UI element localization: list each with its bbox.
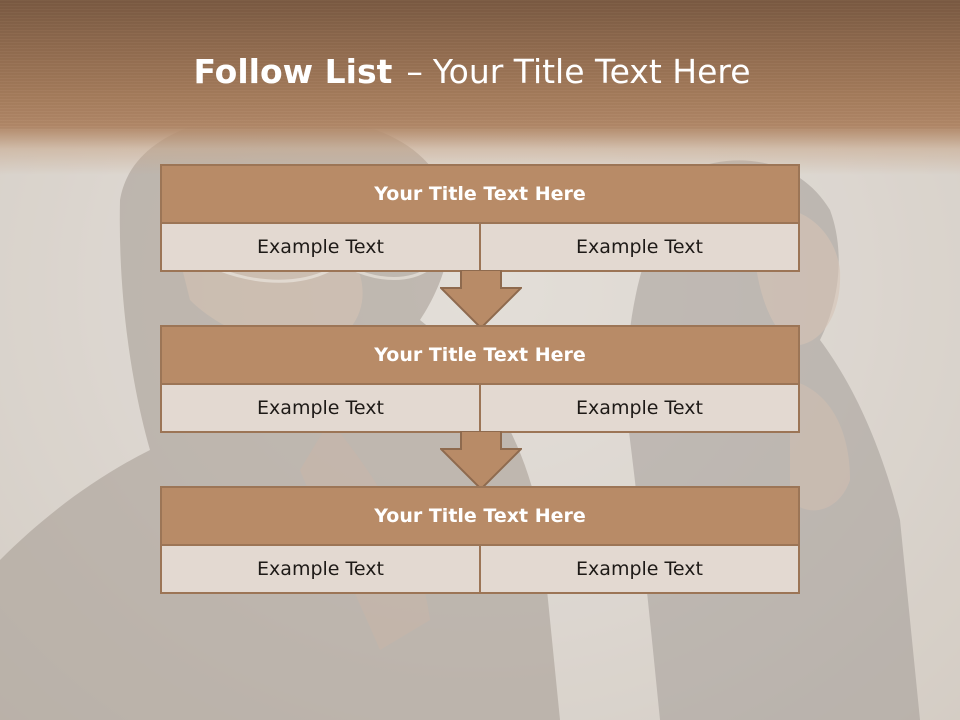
header-texture	[0, 0, 960, 130]
flow-block-title[interactable]: Your Title Text Here	[162, 488, 798, 546]
flow-block-row: Example Text Example Text	[162, 546, 798, 592]
flow-block-3[interactable]: Your Title Text Here Example Text Exampl…	[160, 486, 800, 594]
flow-block-title[interactable]: Your Title Text Here	[162, 166, 798, 224]
flow-block-row: Example Text Example Text	[162, 385, 798, 431]
header-band	[0, 0, 960, 175]
flow-block-2[interactable]: Your Title Text Here Example Text Exampl…	[160, 325, 800, 433]
flow-block-title[interactable]: Your Title Text Here	[162, 327, 798, 385]
down-arrow-icon	[440, 270, 522, 330]
flow-block-row: Example Text Example Text	[162, 224, 798, 270]
flow-block-cell-left[interactable]: Example Text	[162, 546, 479, 592]
flow-block-cell-left[interactable]: Example Text	[162, 224, 479, 270]
flow-block-cell-right[interactable]: Example Text	[479, 546, 798, 592]
flow-block-cell-right[interactable]: Example Text	[479, 224, 798, 270]
slide-title-dash: –	[406, 52, 423, 91]
flow-block-cell-left[interactable]: Example Text	[162, 385, 479, 431]
flow-block-1[interactable]: Your Title Text Here Example Text Exampl…	[160, 164, 800, 272]
slide-title-bold: Follow List	[193, 52, 393, 91]
slide-title-rest: Your Title Text Here	[432, 52, 751, 91]
down-arrow-icon	[440, 431, 522, 491]
flow-block-cell-right[interactable]: Example Text	[479, 385, 798, 431]
slide-title[interactable]: Follow List–Your Title Text Here	[0, 52, 944, 91]
